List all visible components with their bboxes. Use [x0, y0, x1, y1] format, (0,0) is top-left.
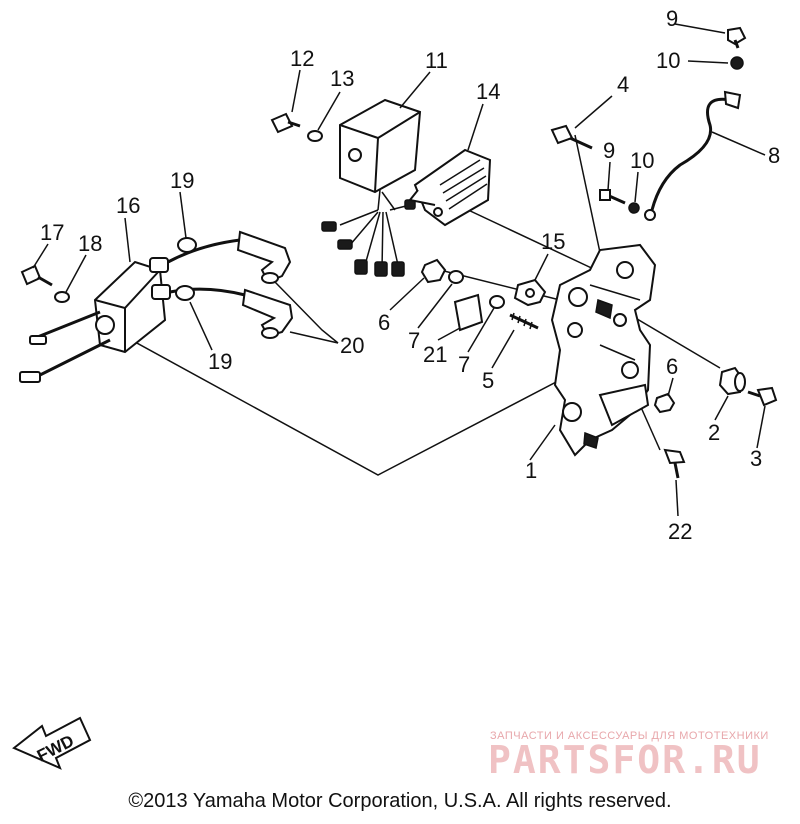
callout-12: 12 — [290, 46, 314, 71]
callout-1: 1 — [525, 458, 537, 483]
callout-9a: 9 — [666, 6, 678, 31]
callout-17: 17 — [40, 220, 64, 245]
callout-19a: 19 — [170, 168, 194, 193]
ignition-coil — [19, 237, 246, 383]
callout-14: 14 — [476, 79, 500, 104]
copyright-notice: ©2013 Yamaha Motor Corporation, U.S.A. A… — [128, 790, 672, 812]
callout-15: 15 — [541, 229, 565, 254]
callout-22: 22 — [668, 519, 692, 544]
label-leaders — [32, 23, 766, 517]
callout-2: 2 — [708, 420, 720, 445]
callout-7a: 7 — [408, 328, 420, 353]
mounting-bracket — [550, 243, 657, 457]
callout-7b: 7 — [458, 352, 470, 377]
callout-19b: 19 — [208, 349, 232, 374]
fwd-arrow: FWD — [12, 716, 92, 770]
callout-10a: 10 — [656, 48, 680, 73]
callout-16: 16 — [116, 193, 140, 218]
watermark-brand: PARTSFOR.RU — [488, 738, 762, 782]
callout-6b: 6 — [666, 354, 678, 379]
callout-9b: 9 — [603, 138, 615, 163]
ground-lead — [644, 90, 742, 221]
spark-plug-caps — [236, 230, 294, 339]
callout-11: 11 — [425, 48, 448, 73]
callout-3: 3 — [750, 446, 762, 471]
callout-20: 20 — [340, 333, 364, 358]
callout-4: 4 — [617, 72, 629, 97]
watermark-subtitle: ЗАПЧАСТИ И АКСЕССУАРЫ ДЛЯ МОТОТЕХНИКИ — [490, 730, 769, 742]
rectifier-regulator — [408, 148, 492, 227]
callout-6a: 6 — [378, 310, 390, 335]
callout-18: 18 — [78, 231, 102, 256]
callout-13: 13 — [330, 66, 354, 91]
callout-5: 5 — [482, 368, 494, 393]
callout-21: 21 — [423, 342, 447, 367]
callout-10b: 10 — [630, 148, 654, 173]
callout-8: 8 — [768, 143, 780, 168]
fasteners — [20, 26, 778, 479]
cdi-unit — [321, 98, 422, 277]
callout-labels: 1 2 3 4 5 6 6 7 7 8 9 9 10 10 11 12 13 1… — [40, 6, 780, 544]
